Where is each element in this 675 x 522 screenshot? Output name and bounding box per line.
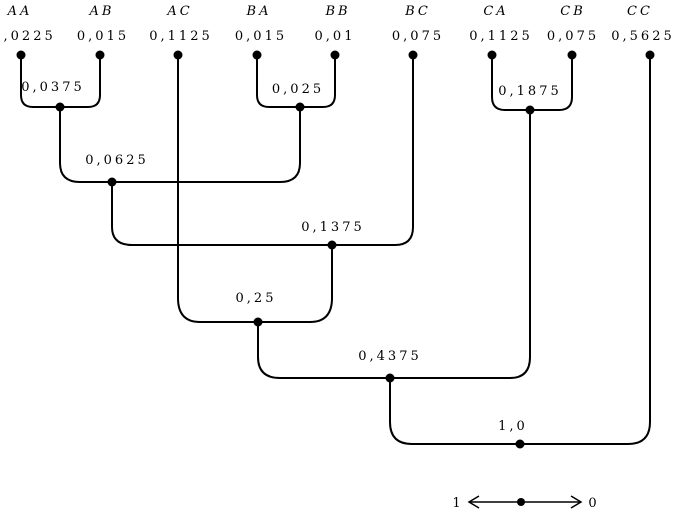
- leaf-node-bb: [330, 50, 340, 60]
- leaf-node-ba: [252, 50, 262, 60]
- merge-node-0375: [55, 102, 65, 112]
- leaf-node-cb: [567, 50, 577, 60]
- merge-value-0375: 0,0375: [21, 80, 85, 95]
- leaf-value-bc: 0,075: [392, 29, 444, 44]
- edge-0625-bc: [111, 55, 414, 246]
- merge-value-25: 0,25: [236, 291, 277, 306]
- merge-node-25: [253, 317, 263, 327]
- leaf-name-ab: AB: [89, 4, 115, 19]
- leaf-value-ac: 0,1125: [149, 29, 213, 44]
- leaf-value-cc: 0,5625: [611, 29, 675, 44]
- leaf-value-ba: 0,015: [235, 29, 287, 44]
- merge-value-1375: 0,1375: [301, 220, 365, 235]
- leaf-value-ca: 0,1125: [469, 29, 533, 44]
- merge-value-root: 1,0: [498, 419, 528, 434]
- leaf-value-aa: 0,0225: [0, 29, 56, 44]
- leaf-name-ac: AC: [166, 4, 192, 19]
- leaf-name-ba: BA: [246, 4, 272, 19]
- edge-4375-cc: [389, 55, 651, 445]
- scale-right-arrowhead: [570, 495, 583, 509]
- merge-value-1875: 0,1875: [498, 84, 562, 99]
- scale-legend: 1 0: [452, 495, 599, 511]
- merge-node-1375: [327, 240, 337, 250]
- leaf-node-aa: [16, 50, 26, 60]
- scale-right-label: 0: [588, 496, 599, 511]
- leaf-node-bc: [408, 50, 418, 60]
- merge-value-4375: 0,4375: [358, 349, 422, 364]
- leaf-node-cc: [645, 50, 655, 60]
- scale-midpoint-node: [517, 498, 525, 506]
- merge-value-025: 0,025: [272, 82, 324, 97]
- merge-node-root: [515, 439, 525, 449]
- leaf-name-bc: BC: [404, 4, 431, 19]
- edge-0375-025: [59, 107, 301, 183]
- leaf-value-ab: 0,015: [77, 29, 129, 44]
- merge-node-4375: [385, 373, 395, 383]
- edge-ba-bb: [256, 55, 336, 108]
- leaf-node-ac: [173, 50, 183, 60]
- scale-left-label: 1: [452, 496, 463, 511]
- merge-node-0625: [107, 177, 117, 187]
- scale-left-arrowhead: [467, 495, 480, 509]
- leaf-value-bb: 0,01: [315, 29, 356, 44]
- merge-value-0625: 0,0625: [85, 153, 149, 168]
- leaf-name-cc: CC: [627, 4, 653, 19]
- leaf-node-ca: [487, 50, 497, 60]
- leaf-value-cb: 0,075: [547, 29, 599, 44]
- edge-ca-cb: [491, 55, 573, 111]
- edge-25-1875: [257, 110, 531, 379]
- leaf-node-ab: [95, 50, 105, 60]
- leaf-name-ca: CA: [483, 4, 508, 19]
- leaf-name-aa: AA: [7, 4, 33, 19]
- leaf-name-bb: BB: [324, 4, 350, 19]
- merge-node-1875: [525, 105, 535, 115]
- merge-node-025: [295, 102, 305, 112]
- leaf-name-cb: CB: [560, 4, 586, 19]
